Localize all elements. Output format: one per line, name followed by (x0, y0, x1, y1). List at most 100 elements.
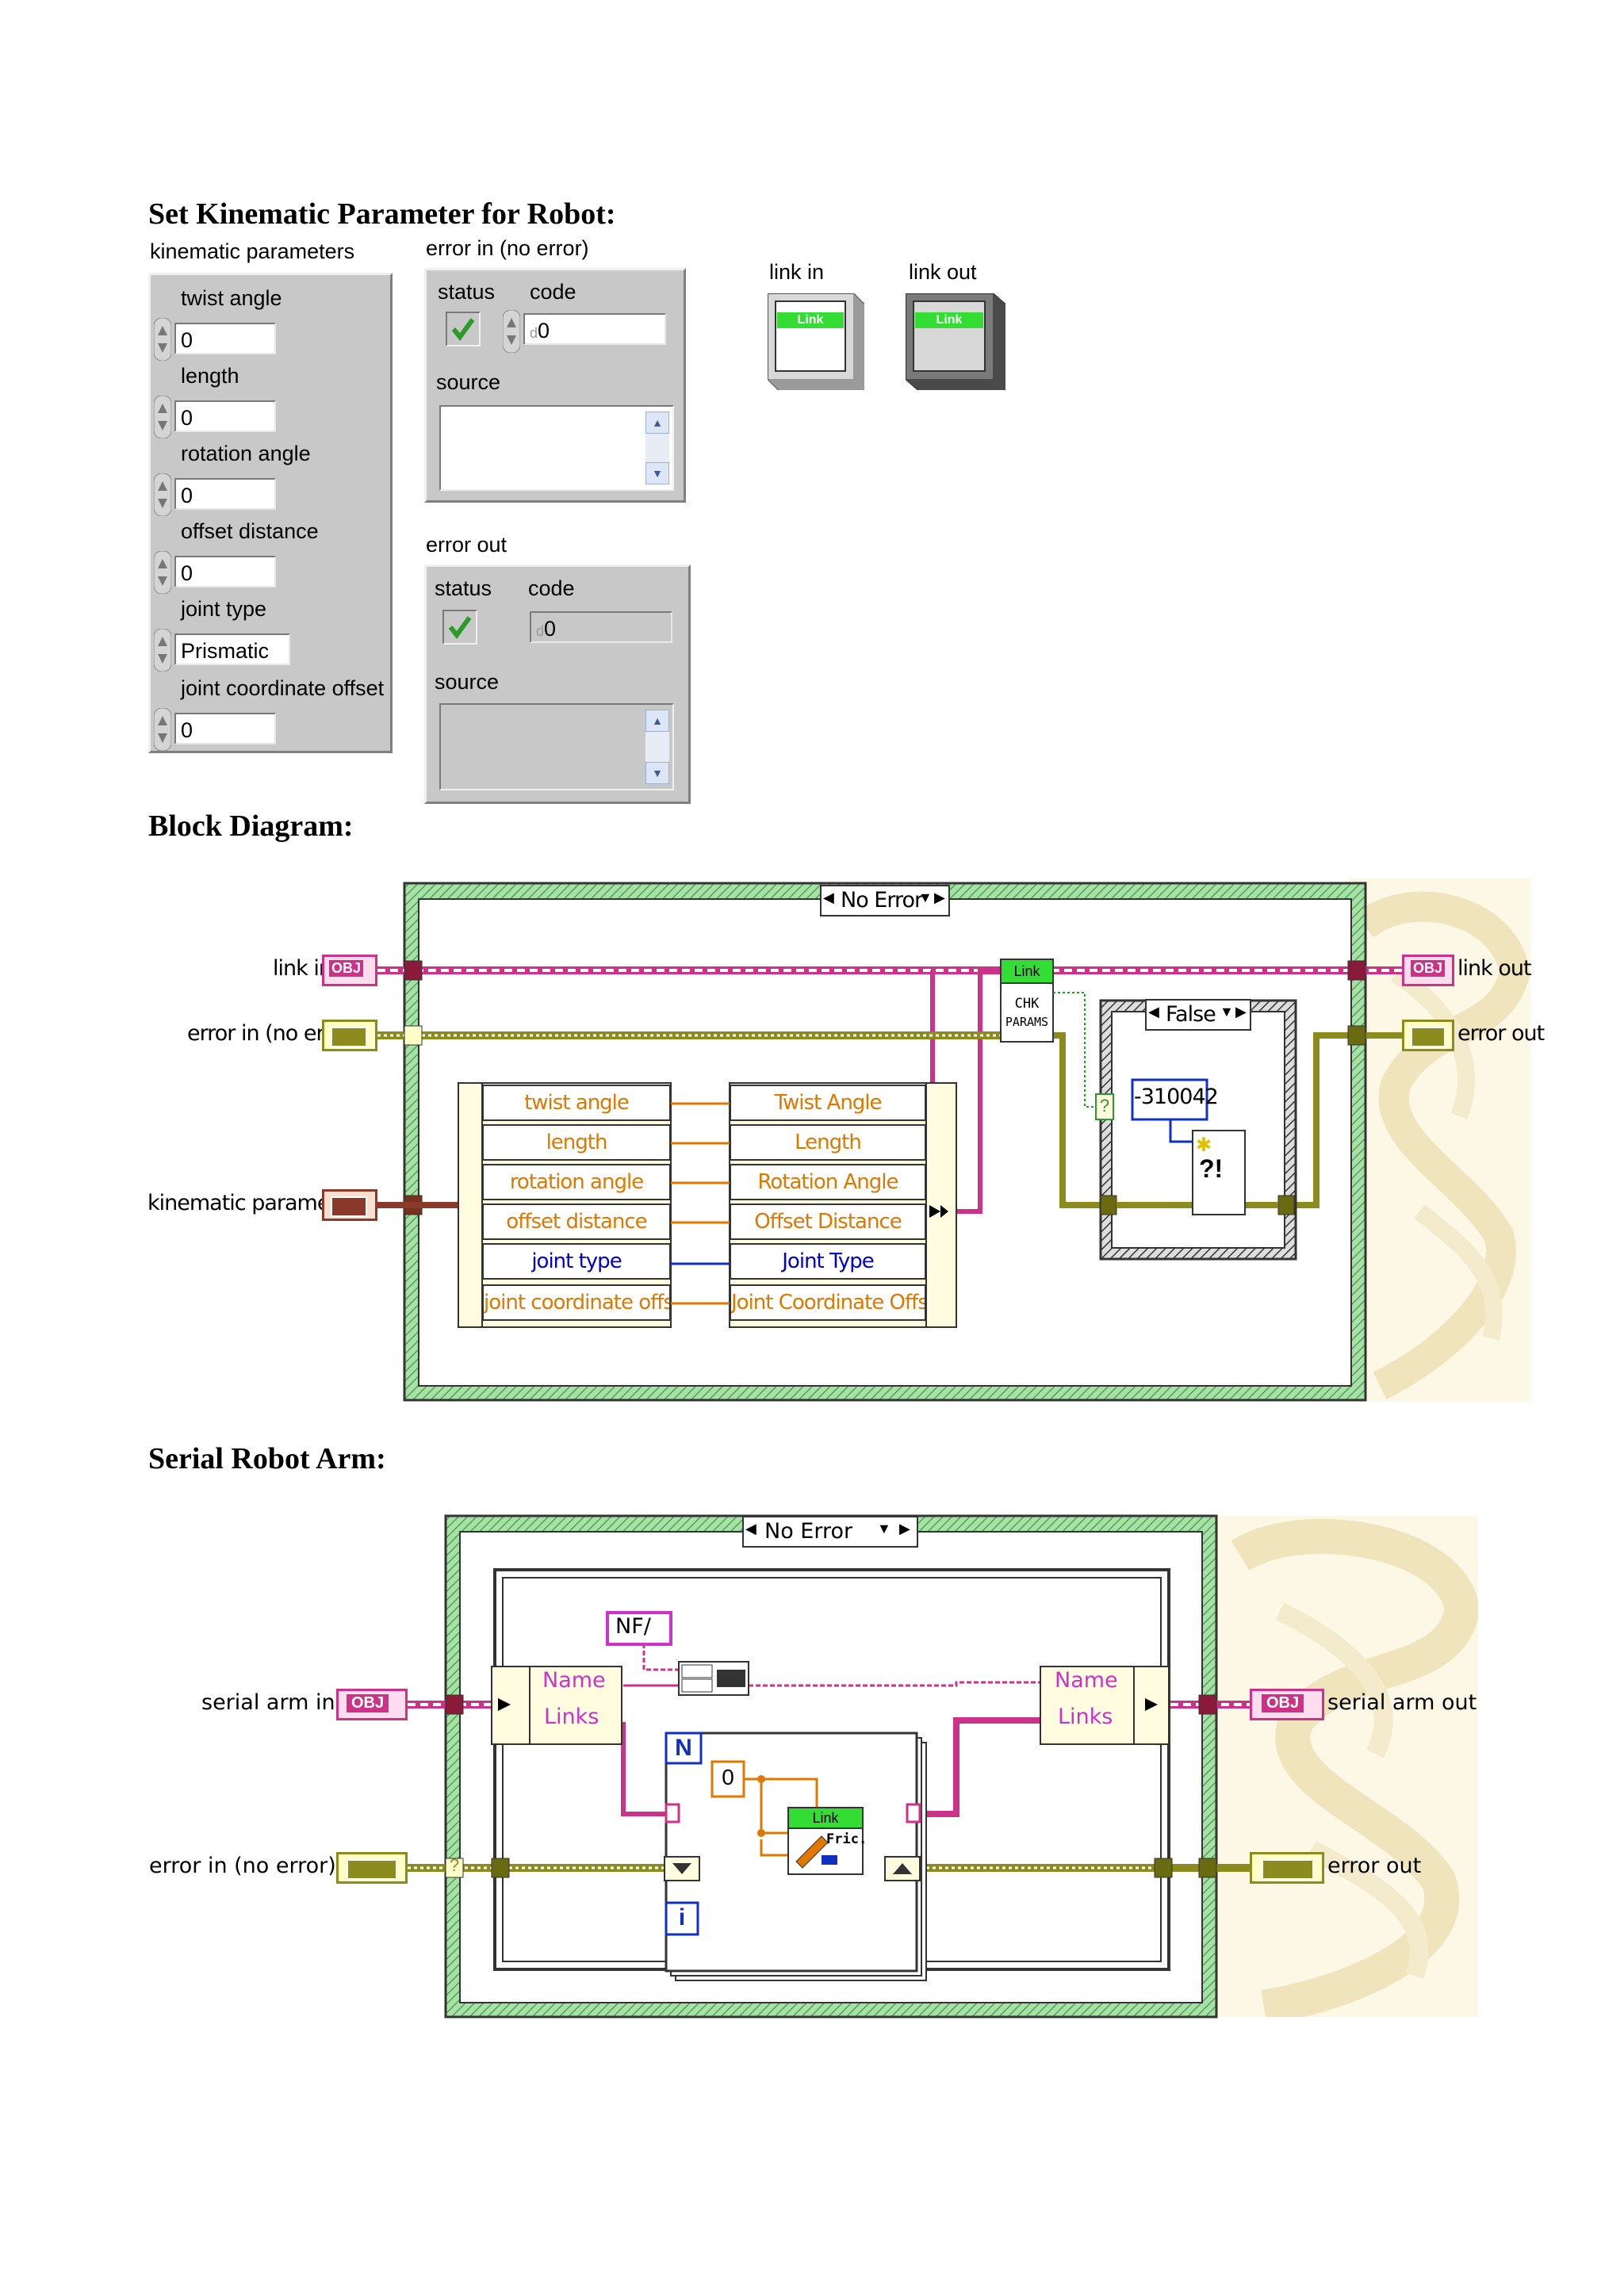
sa-unbundle-name: Name (542, 1668, 606, 1693)
serial-arm-heading: Serial Robot Arm: (148, 1442, 386, 1475)
unbundle-element[interactable]: joint coordinate offset (482, 1284, 671, 1321)
error-in-code-value: 0 (538, 319, 550, 342)
error-in-status-label: status (438, 280, 496, 304)
link-wire (377, 966, 1402, 1214)
bd-link-out-label: link out (1457, 956, 1532, 981)
scroll-up-icon[interactable]: ▲ (645, 710, 669, 732)
chk-node-line2: PARAMS (1005, 1015, 1049, 1029)
sa-question-mark: ? (449, 1855, 460, 1875)
error-out-source-label: source (435, 670, 500, 694)
error-out-code-indicator: d0 (530, 611, 672, 643)
error-in-status-checkbox[interactable] (446, 312, 481, 346)
bd-error-out-terminal[interactable] (1402, 1020, 1454, 1051)
dropdown-arrow-icon[interactable]: ▼ (1220, 1004, 1234, 1020)
block-diagram-heading: Block Diagram: (148, 809, 354, 843)
cluster-icon (331, 1196, 367, 1217)
zero-constant[interactable]: 0 (722, 1765, 734, 1789)
loop-count-terminal[interactable]: N (675, 1735, 692, 1761)
link-in-control[interactable]: Link (767, 293, 865, 391)
sa-serial-arm-in-terminal[interactable]: OBJ (336, 1689, 408, 1720)
front-panel-heading: Set Kinematic Parameter for Robot: (148, 197, 616, 231)
sa-error-in-terminal[interactable] (336, 1852, 408, 1884)
bd-question-mark: ? (1099, 1096, 1110, 1115)
case-selector[interactable]: ◀ No Error ▼ ▶ (820, 885, 950, 916)
sa-error-out-terminal[interactable] (1250, 1852, 1324, 1884)
bd-link-in-terminal[interactable]: OBJ (322, 955, 377, 986)
error-in-source-field[interactable]: ▲ ▼ (439, 405, 674, 491)
kin-numeric-field[interactable]: 0 (174, 556, 276, 587)
kin-field-label: offset distance (181, 519, 319, 543)
error-code-constant[interactable]: -310042 (1134, 1085, 1219, 1109)
bd-kinematic-parameters-terminal[interactable] (322, 1189, 377, 1221)
warning-icon: ?! (1199, 1154, 1224, 1183)
decrement-arrow-icon[interactable]: ◀ (823, 890, 834, 905)
link-fric-label: Fric. (826, 1831, 868, 1847)
link-in-label: link in (769, 260, 825, 284)
sparkle-icon: ✱ (1196, 1135, 1212, 1156)
bundle-element[interactable]: Joint Type (730, 1243, 926, 1280)
inner-case-selector-value: False (1166, 1002, 1216, 1027)
error-in-code-spinner[interactable] (503, 310, 520, 353)
increment-arrow-icon[interactable]: ▶ (1235, 1004, 1247, 1020)
link-fric-badge: Link (812, 1810, 839, 1826)
error-generator-node (1192, 1130, 1246, 1215)
error-out-code-label: code (528, 576, 575, 600)
obj-badge: OBJ (347, 1694, 389, 1712)
serial-arm-canvas (408, 1514, 1250, 2019)
error-in-source-scrollbar[interactable]: ▲ ▼ (645, 411, 669, 484)
kin-numeric-spinner[interactable] (154, 396, 171, 438)
decrement-arrow-icon[interactable]: ◀ (745, 1521, 756, 1536)
unbundle-element[interactable]: rotation angle (482, 1164, 671, 1200)
joint-type-ring[interactable]: Prismatic (174, 633, 290, 665)
unbundle-element[interactable]: offset distance (482, 1203, 671, 1240)
bd-error-in-terminal[interactable] (322, 1020, 377, 1051)
error-in-title: error in (no error) (426, 236, 589, 260)
decrement-arrow-icon[interactable]: ◀ (1148, 1004, 1159, 1020)
bundle-element[interactable]: Joint Coordinate Offset (730, 1284, 926, 1321)
sa-case-selector[interactable]: ◀ No Error ▼ ▶ (742, 1516, 918, 1548)
case-selector-value: No Error (841, 888, 923, 913)
check-icon (448, 616, 472, 639)
kin-field-label: length (181, 364, 239, 388)
kin-numeric-spinner[interactable] (154, 551, 171, 594)
increment-arrow-icon[interactable]: ▶ (899, 1521, 910, 1536)
inner-case-selector[interactable]: ◀ False ▼ ▶ (1145, 999, 1251, 1031)
error-out-cluster: status code d0 source ▲ ▼ (424, 564, 691, 804)
bundle-element[interactable]: Rotation Angle (730, 1164, 926, 1200)
bd-link-out-terminal[interactable]: OBJ (1402, 955, 1454, 986)
unbundle-element[interactable]: twist angle (482, 1085, 671, 1121)
error-in-code-field[interactable]: d0 (523, 313, 666, 345)
error-out-code-value: 0 (544, 617, 557, 641)
obj-badge: OBJ (329, 960, 364, 977)
unbundle-element[interactable]: length (482, 1124, 671, 1161)
kin-ring-spinner[interactable] (154, 629, 171, 672)
chk-node-line1: CHK (1014, 996, 1040, 1012)
unbundle-element[interactable]: joint type (482, 1243, 671, 1280)
kin-numeric-field[interactable]: 0 (174, 400, 276, 432)
kin-numeric-field[interactable]: 0 (174, 323, 276, 354)
sa-serial-arm-in-label: serial arm in (201, 1690, 335, 1715)
scroll-up-icon[interactable]: ▲ (645, 411, 669, 434)
sa-case-selector-value: No Error (764, 1519, 853, 1544)
sa-unbundle-links: Links (544, 1705, 599, 1729)
kin-numeric-spinner[interactable] (154, 473, 171, 516)
bundle-element[interactable]: Offset Distance (730, 1203, 926, 1240)
dropdown-arrow-icon[interactable]: ▼ (918, 890, 933, 905)
obj-badge: OBJ (1411, 960, 1446, 977)
link-in-badge: Link (797, 313, 824, 327)
error-out-status-label: status (435, 576, 492, 600)
scroll-down-icon[interactable]: ▼ (645, 462, 669, 484)
kin-numeric-spinner[interactable] (154, 708, 171, 751)
dropdown-arrow-icon[interactable]: ▼ (877, 1521, 891, 1536)
kin-numeric-spinner[interactable] (154, 318, 171, 361)
kin-numeric-field[interactable]: 0 (174, 713, 276, 744)
bundle-element[interactable]: Twist Angle (730, 1085, 926, 1121)
kin-numeric-field[interactable]: 0 (174, 478, 276, 510)
sa-serial-arm-out-terminal[interactable]: OBJ (1250, 1689, 1324, 1720)
nf-constant[interactable]: NF/ (615, 1614, 651, 1639)
link-out-badge: Link (936, 313, 963, 327)
increment-arrow-icon[interactable]: ▶ (934, 890, 945, 905)
scroll-down-icon[interactable]: ▼ (645, 762, 669, 784)
error-out-source-scrollbar[interactable]: ▲ ▼ (645, 710, 669, 784)
bundle-element[interactable]: Length (730, 1124, 926, 1161)
